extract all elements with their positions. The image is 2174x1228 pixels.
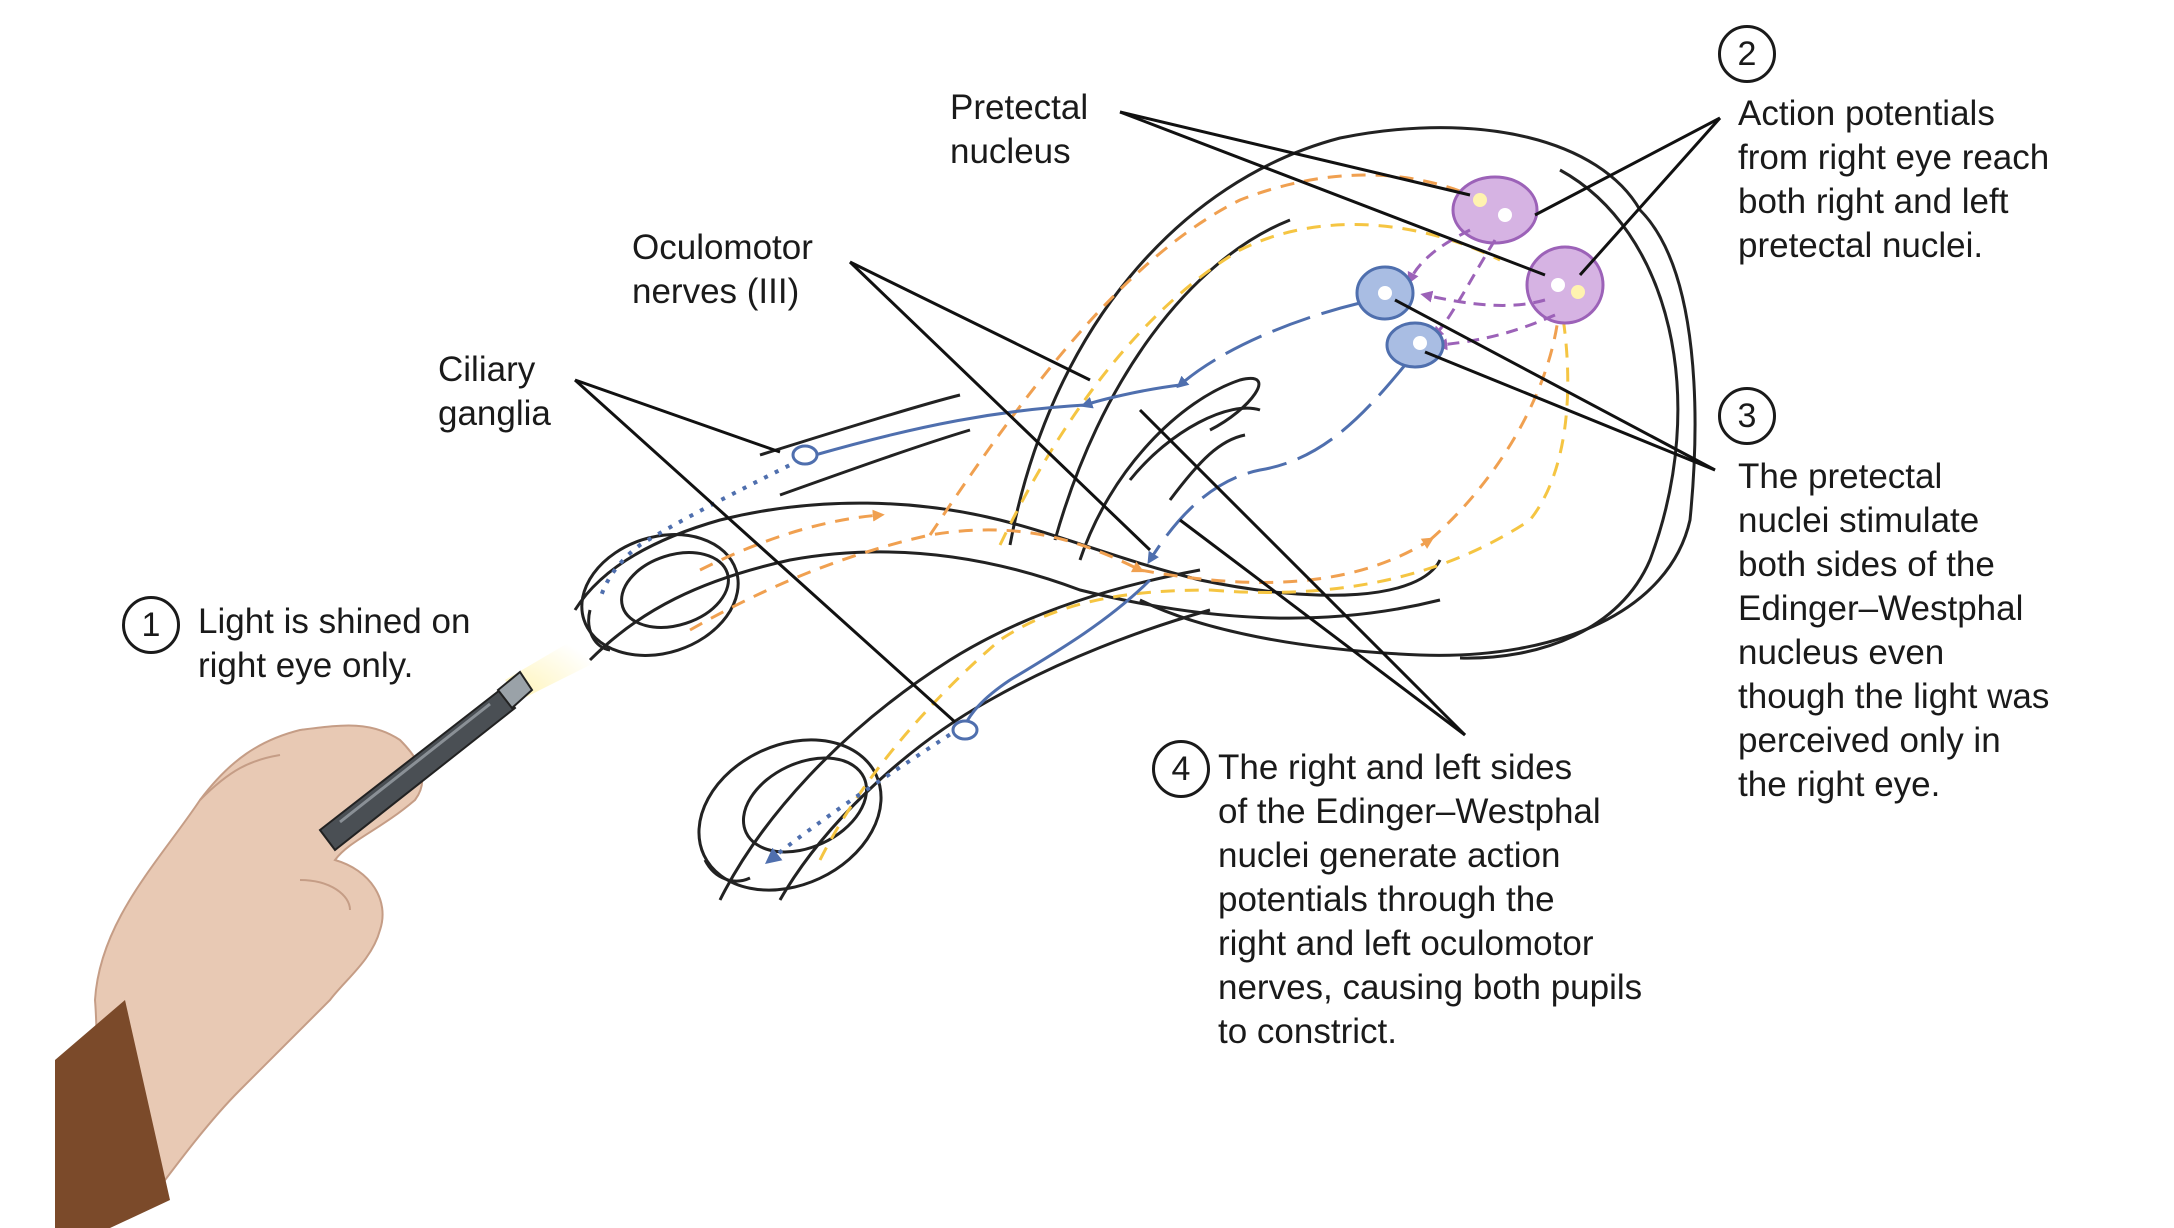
pretectal-nucleus-right [1451,175,1539,245]
efferent-pathway [598,301,1407,864]
ciliary-ganglion-left [951,719,979,741]
ciliary-ganglia-label: Ciliary ganglia [438,350,551,433]
edinger-westphal-nucleus-lower [1385,321,1445,369]
pretectal-nucleus-left [1525,245,1605,325]
step-3-text: The pretectal nuclei stimulate both side… [1738,457,2050,804]
leader-lines [573,110,1722,737]
step-2-number: 2 [1718,25,1776,83]
left-eye [697,738,883,892]
afferent-pathway [689,173,1570,861]
oculomotor-nerves-label: Oculomotor nerves (III) [632,228,813,311]
penlight-beam [505,630,610,700]
brain-outline [1008,126,1697,660]
pretectal-connections [1407,228,1556,351]
step-4-text: The right and left sides of the Edinger–… [1218,748,1643,1051]
right-eye [580,533,740,657]
step-1-number: 1 [122,596,180,654]
step-3-number: 3 [1718,387,1776,445]
penlight [318,670,534,852]
ciliary-ganglion-right [791,444,819,466]
step-2-text: Action potentials from right eye reach b… [1738,94,2050,265]
step-4-number: 4 [1152,740,1210,798]
step-1-text: Light is shined on right eye only. [198,602,471,685]
pretectal-nucleus-label: Pretectal nucleus [950,88,1089,171]
edinger-westphal-nucleus-upper [1355,265,1415,321]
